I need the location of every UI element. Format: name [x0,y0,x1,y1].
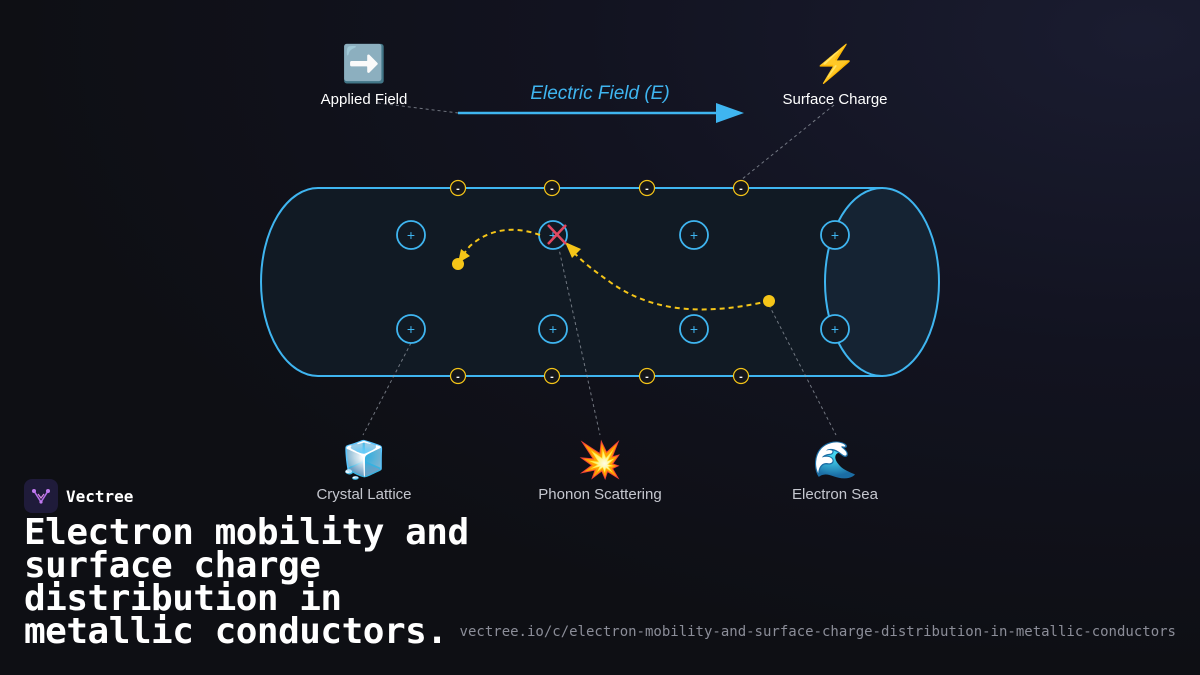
lattice-ions: + + + + + + + + [396,220,850,344]
ion-sign: + [690,227,698,243]
applied-field-icon: ➡️ [342,43,387,84]
electric-field-arrowhead [716,103,744,123]
ion-sign: + [549,321,557,337]
electron [763,295,775,307]
ion-sign: + [690,321,698,337]
electron-path-drift [567,245,770,311]
surface-charges-top: - - - - [449,179,750,197]
vectree-logo-icon [24,479,58,513]
applied-field-label: Applied Field [321,91,408,108]
conductor-end-cap [824,187,940,377]
leader-electron-sea [768,304,837,436]
scattering-mark [547,224,567,245]
ion-sign: + [407,227,415,243]
electron [452,258,464,270]
surface-charge-sign: - [645,371,649,383]
ion-sign: + [831,321,839,337]
ion-sign: + [831,227,839,243]
crystal-lattice-icon: 🧊 [342,439,387,481]
electric-field-label: Electric Field (E) [530,83,669,104]
phonon-scattering-icon: 💥 [578,439,623,481]
page-title: Electron mobility and surface charge dis… [24,512,469,652]
brand: Vectree [24,479,133,513]
electron-path-drift-arrowhead [565,242,581,258]
surface-charge-label: Surface Charge [782,91,887,108]
conductor-body [260,187,883,377]
phonon-scattering-label: Phonon Scattering [538,486,661,503]
surface-charges-bottom: - - - - [449,367,750,385]
brand-name: Vectree [66,486,134,506]
surface-charge-icon: ⚡ [813,43,858,85]
ion-sign: + [549,227,557,243]
ion-sign: + [407,321,415,337]
electron-sea-label: Electron Sea [792,486,879,503]
surface-charge-sign: - [550,371,554,383]
leader-crystal-lattice [362,342,412,436]
surface-charge-sign: - [739,183,743,195]
leader-applied-field [377,102,459,114]
electron-path-scattered [459,228,541,261]
surface-charge-sign: - [456,183,460,195]
surface-charge-sign: - [645,183,649,195]
crystal-lattice-label: Crystal Lattice [316,486,411,503]
source-url[interactable]: vectree.io/c/electron-mobility-and-surfa… [459,624,1176,640]
surface-charge-sign: - [550,183,554,195]
electron-sea-icon: 🌊 [813,439,858,480]
surface-charge-sign: - [739,371,743,383]
surface-charge-sign: - [456,371,460,383]
leader-surface-charge [740,104,835,181]
